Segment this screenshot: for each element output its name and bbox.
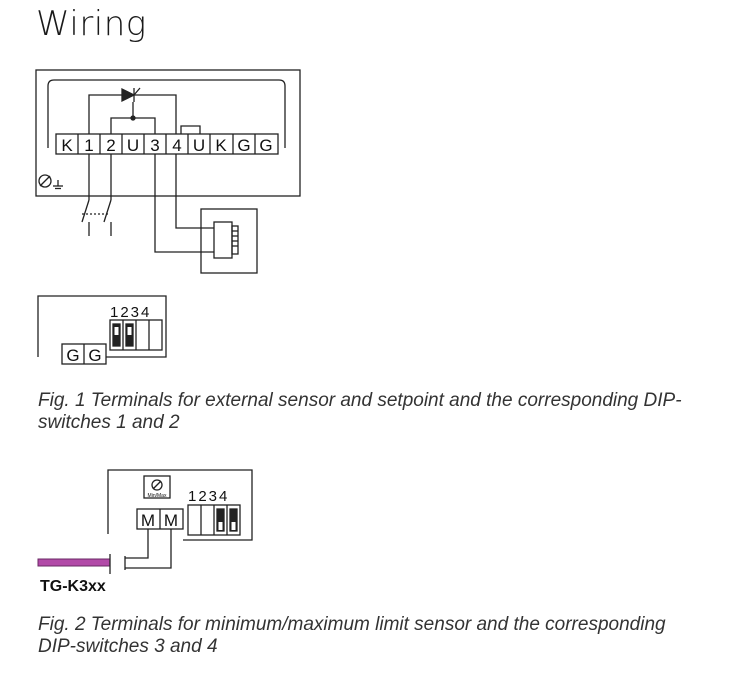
fig1-housing <box>35 69 301 197</box>
fig1-dip-panel <box>37 295 167 365</box>
fig1-gg-label: G <box>66 346 79 365</box>
potentiometer-icon <box>38 174 52 188</box>
fig1-terminal-label: G <box>259 136 272 155</box>
fig2-dip-numbers: 1234 <box>188 488 229 505</box>
fig1-inner-loop <box>47 79 286 148</box>
fig1-dip-numbers: 1234 <box>110 304 151 321</box>
fig2-sensor-label: TG-K3xx <box>40 578 106 595</box>
fig1-terminal-label: 4 <box>172 136 181 155</box>
fig1-terminal-block <box>55 133 279 155</box>
thyristor-icon <box>88 87 177 134</box>
fig1-terminal-label: G <box>237 136 250 155</box>
fig2-minmax-label: Min/Max <box>148 493 167 499</box>
fig1-terminal-label: 1 <box>84 136 93 155</box>
fig2-dip-panel <box>107 469 253 570</box>
fig1-caption: Fig. 1 Terminals for external sensor and… <box>38 390 682 433</box>
fig1-terminal-label: U <box>127 136 139 155</box>
page-title: Wiring <box>36 4 147 44</box>
fig1-terminal-label: 2 <box>106 136 115 155</box>
ground-icon <box>53 180 63 190</box>
dip-switch-icon <box>109 319 163 351</box>
dip-switch-icon <box>187 504 241 536</box>
sensor-probe-icon <box>37 554 111 574</box>
fig1-wiring-diagram <box>35 69 301 274</box>
fig1-terminal-label: U <box>193 136 205 155</box>
fig1-terminal-label: K <box>215 136 227 155</box>
fig2-caption: Fig. 2 Terminals for minimum/maximum lim… <box>38 614 666 657</box>
fig1-external-switches <box>81 154 112 236</box>
fig1-gg-label: G <box>88 346 101 365</box>
fig2-mm-label: M <box>164 511 178 530</box>
fig1-terminal-label: K <box>61 136 73 155</box>
fig1-terminal-label: 3 <box>150 136 159 155</box>
potentiometer-icon <box>143 475 171 499</box>
fig2-mm-label: M <box>141 511 155 530</box>
fig1-external-setpoint <box>200 208 258 274</box>
